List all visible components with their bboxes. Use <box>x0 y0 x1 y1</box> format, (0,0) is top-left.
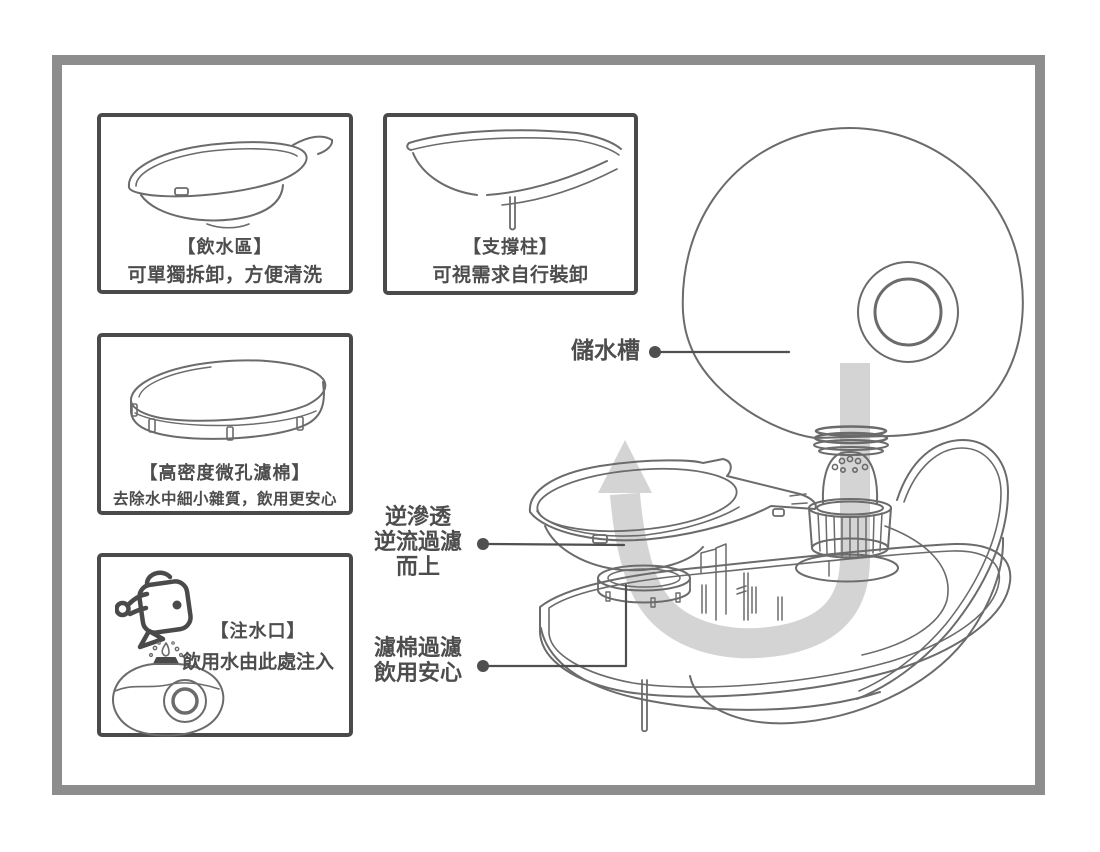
water-level-line <box>114 682 220 692</box>
water-tank-drawing <box>681 127 1024 456</box>
base-interior-details <box>700 543 783 621</box>
label-connectors <box>477 346 791 672</box>
label-line: 濾棉過濾 <box>373 636 462 661</box>
box-description: 可視需求自行裝卸 <box>432 264 589 286</box>
callout-box-water-inlet: 【注水口】 飲用水由此處注入 <box>97 553 353 737</box>
label-line: 逆滲透 <box>384 505 451 530</box>
label-line: 而上 <box>395 555 440 580</box>
base-tray-drawing <box>539 439 1012 733</box>
box-description: 去除水中細小雜質，飲用更安心 <box>112 490 337 508</box>
pump-collar-ribs <box>817 512 883 558</box>
connector-reverse-flow <box>477 538 626 550</box>
box-description: 飲用水由此處注入 <box>181 651 334 673</box>
box-description: 可單獨拆卸，方便清洗 <box>127 264 323 286</box>
support-pillar-drawing <box>641 679 648 733</box>
filter-pad-illustration <box>129 359 327 441</box>
connector-filter <box>477 583 628 672</box>
water-bowl-illustration <box>127 135 334 229</box>
box-title: 【飲水區】 <box>177 237 273 258</box>
fish-logo-icon <box>115 570 193 650</box>
box-text-block: 【注水口】 飲用水由此處注入 <box>163 617 353 674</box>
label-reverse-osmosis: 逆滲透 逆流過濾 而上 <box>366 505 470 580</box>
callout-box-drinking-area: 【飲水區】 可單獨拆卸，方便清洗 <box>97 113 353 294</box>
pump-bracket-lines <box>789 493 808 505</box>
snail-tank-inlet-illustration <box>112 641 225 737</box>
label-water-tank: 儲水槽 <box>571 338 640 364</box>
page-border-frame <box>52 55 1045 795</box>
water-drop <box>161 642 170 657</box>
box-title: 【支撐柱】 <box>463 237 558 258</box>
pump-dome-holes <box>831 455 869 473</box>
label-line: 飲用安心 <box>373 661 462 686</box>
callout-box-support-pillar: 【支撐柱】 可視需求自行裝卸 <box>383 113 638 295</box>
exploded-fountain-illustration <box>477 127 1024 733</box>
label-filter-safety: 濾棉過濾 飲用安心 <box>366 636 470 686</box>
box-title: 【高密度微孔濾棉】 <box>139 463 311 484</box>
box-title: 【注水口】 <box>210 621 306 642</box>
callout-box-filter-cotton: 【高密度微孔濾棉】 去除水中細小雜質，飲用更安心 <box>97 333 353 515</box>
drinking-bowl-drawing <box>528 458 817 572</box>
connector-water-tank <box>649 346 791 358</box>
label-line: 逆流過濾 <box>373 530 462 555</box>
water-flow-arrow <box>598 363 870 659</box>
bowl-underside-pillar-illustration <box>406 129 622 231</box>
